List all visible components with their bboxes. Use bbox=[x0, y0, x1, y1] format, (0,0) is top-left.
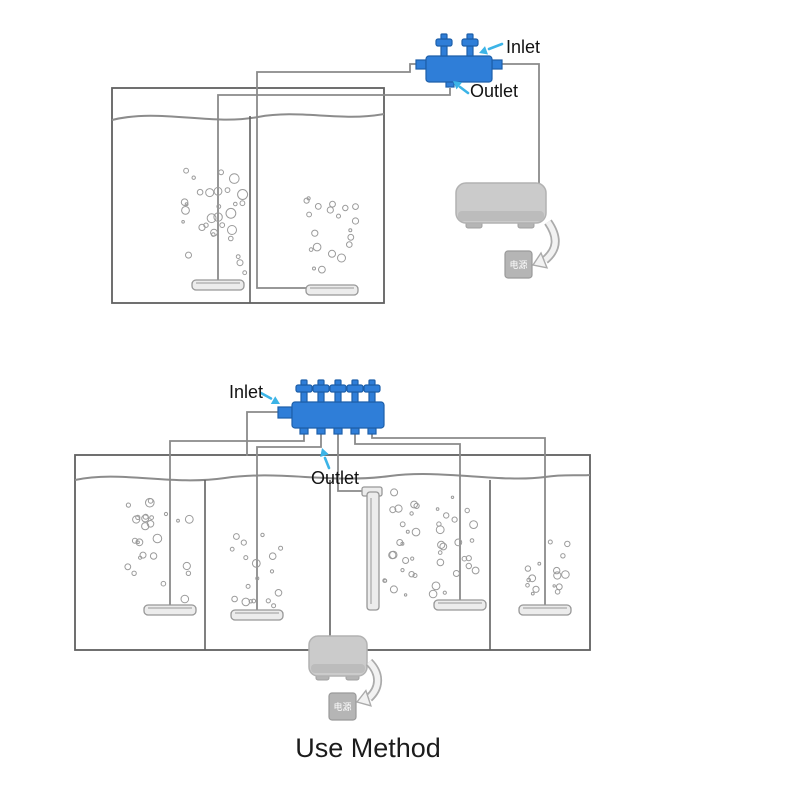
outlet-annotation: Outlet bbox=[453, 81, 518, 101]
manifold-left-port bbox=[415, 59, 427, 70]
manifold-inlet-port bbox=[277, 406, 293, 419]
air-tube bbox=[256, 63, 416, 289]
air-stone bbox=[305, 284, 359, 296]
bubbles-cluster bbox=[382, 488, 421, 597]
valve-knob-icon bbox=[346, 379, 364, 403]
air-tube bbox=[337, 434, 362, 492]
page-title: Use Method bbox=[295, 733, 441, 763]
bottom-diagram: Inlet Outlet 电源 bbox=[74, 379, 591, 721]
manifold-bottom-port bbox=[299, 427, 309, 435]
fish-tank bbox=[111, 87, 385, 304]
air-splitter-manifold-5way bbox=[277, 379, 385, 435]
manifold-bottom-port bbox=[333, 427, 343, 435]
inlet-arrow-head-icon bbox=[270, 396, 280, 404]
air-stone bbox=[143, 604, 197, 616]
air-splitter-manifold-2way bbox=[415, 33, 503, 88]
power-socket-icon: 电源 bbox=[328, 692, 357, 721]
bubbles-cluster bbox=[524, 539, 571, 596]
inlet-arrow-icon bbox=[487, 42, 504, 51]
air-tube bbox=[256, 434, 322, 610]
top-diagram: Inlet Outlet 电源 bbox=[111, 33, 560, 304]
valve-knob-icon bbox=[461, 33, 479, 57]
valve-knob-icon bbox=[435, 33, 453, 57]
bubbles-cluster bbox=[229, 532, 284, 609]
inlet-label: Inlet bbox=[506, 37, 540, 57]
manifold-bottom-port bbox=[350, 427, 360, 435]
air-stone bbox=[518, 604, 572, 616]
air-stone bbox=[433, 599, 487, 611]
power-arrow-icon bbox=[355, 658, 383, 707]
outlet-arrow-head-icon bbox=[320, 448, 329, 457]
air-tube bbox=[169, 434, 305, 605]
valve-knob-icon bbox=[312, 379, 330, 403]
power-socket-label: 电源 bbox=[333, 701, 351, 712]
manifold-body bbox=[425, 55, 493, 83]
water-line bbox=[111, 113, 385, 121]
air-pump bbox=[455, 182, 547, 229]
bubbles-cluster bbox=[428, 495, 480, 599]
manifold-bottom-port bbox=[367, 427, 377, 435]
power-socket-icon: 电源 bbox=[504, 250, 533, 279]
manifold-body bbox=[291, 401, 385, 429]
air-tube bbox=[246, 411, 278, 456]
valve-knob-icon bbox=[295, 379, 313, 403]
valve-knob-icon bbox=[363, 379, 381, 403]
outlet-arrow-icon bbox=[458, 85, 470, 95]
outlet-label: Outlet bbox=[311, 468, 359, 488]
outlet-annotation: Outlet bbox=[311, 448, 359, 488]
air-wand bbox=[361, 486, 383, 611]
air-tube bbox=[371, 434, 546, 605]
manifold-inlet-port bbox=[491, 59, 503, 70]
air-tube bbox=[354, 434, 461, 600]
inlet-annotation: Inlet bbox=[479, 37, 540, 57]
outlet-arrow-icon bbox=[323, 456, 331, 470]
bubbles-cluster bbox=[180, 167, 249, 276]
bubbles-cluster bbox=[124, 497, 194, 604]
air-pump bbox=[308, 635, 368, 681]
manifold-bottom-port bbox=[316, 427, 326, 435]
power-arrow-icon bbox=[531, 219, 560, 269]
outlet-label: Outlet bbox=[470, 81, 518, 101]
bubbles-cluster bbox=[303, 196, 360, 274]
air-tube bbox=[502, 63, 540, 183]
air-stone bbox=[230, 609, 284, 621]
air-stone bbox=[191, 279, 245, 291]
outlet-arrow-head-icon bbox=[453, 81, 463, 90]
valve-knob-icon bbox=[329, 379, 347, 403]
inlet-label: Inlet bbox=[229, 382, 263, 402]
inlet-arrow-head-icon bbox=[479, 46, 488, 55]
inlet-annotation: Inlet bbox=[229, 382, 280, 404]
power-socket-label: 电源 bbox=[509, 259, 527, 270]
inlet-arrow-icon bbox=[259, 391, 273, 400]
